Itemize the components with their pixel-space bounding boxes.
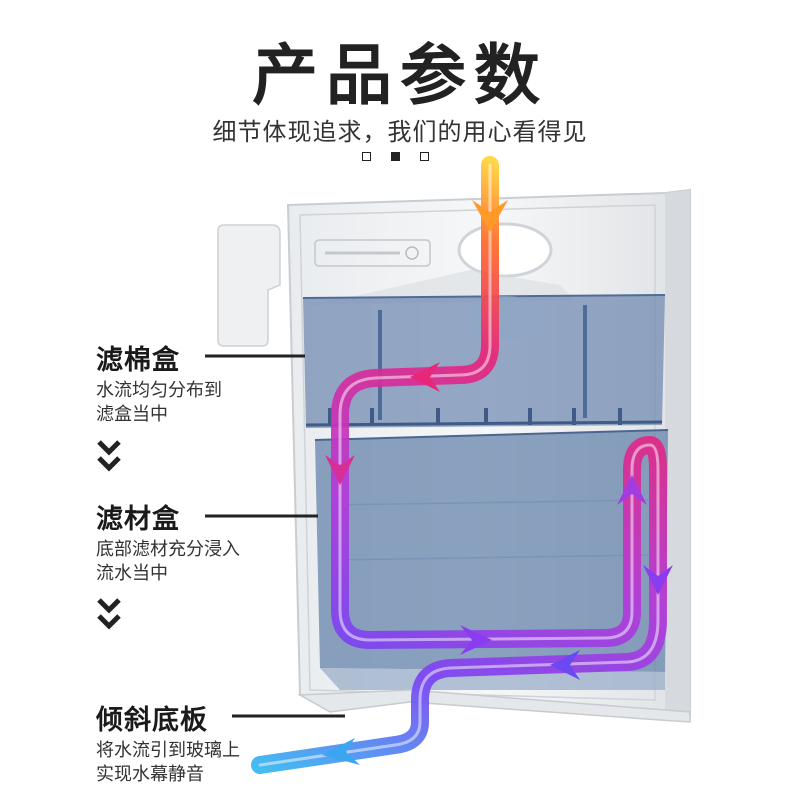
chevron-down-double-icon [97, 440, 121, 472]
pager-dot[interactable] [362, 152, 371, 161]
label-desc: 将水流引到玻璃上 实现水幕静音 [96, 739, 286, 787]
pager-dot[interactable] [420, 152, 429, 161]
label-desc-line: 实现水幕静音 [96, 764, 204, 785]
label-filter-media-box: 滤材盒 底部滤材充分浸入 流水当中 [96, 497, 286, 586]
flow-arrowheads [322, 200, 673, 765]
label-title: 滤材盒 [96, 504, 180, 535]
chevron-down-double-icon [97, 598, 121, 630]
label-desc-line: 滤盒当中 [96, 404, 168, 425]
water-flow-arrow [251, 156, 667, 774]
side-clip [217, 224, 281, 347]
filter-media-tray [314, 429, 669, 690]
pager-dot-active[interactable] [391, 152, 400, 161]
label-filter-cotton-box: 滤棉盒 水流均匀分布到 滤盒当中 [96, 338, 286, 427]
label-desc-line: 流水当中 [96, 563, 168, 584]
leader-lines [205, 354, 345, 718]
label-title: 滤棉盒 [96, 345, 180, 376]
sloped-bottom-plate [297, 689, 691, 723]
label-desc-line: 水流均匀分布到 [96, 380, 222, 401]
label-sloped-bottom-plate: 倾斜底板 将水流引到玻璃上 实现水幕静音 [96, 698, 286, 787]
page-subtitle: 细节体现追求，我们的用心看得见 [212, 118, 588, 146]
label-desc: 底部滤材充分浸入 流水当中 [96, 538, 286, 586]
label-desc: 水流均匀分布到 滤盒当中 [96, 379, 286, 427]
page-title: 产品参数 [252, 37, 548, 114]
label-desc-line: 将水流引到玻璃上 [96, 740, 240, 761]
label-title: 倾斜底板 [96, 705, 208, 736]
pager-indicator [362, 152, 429, 161]
label-desc-line: 底部滤材充分浸入 [96, 539, 240, 560]
